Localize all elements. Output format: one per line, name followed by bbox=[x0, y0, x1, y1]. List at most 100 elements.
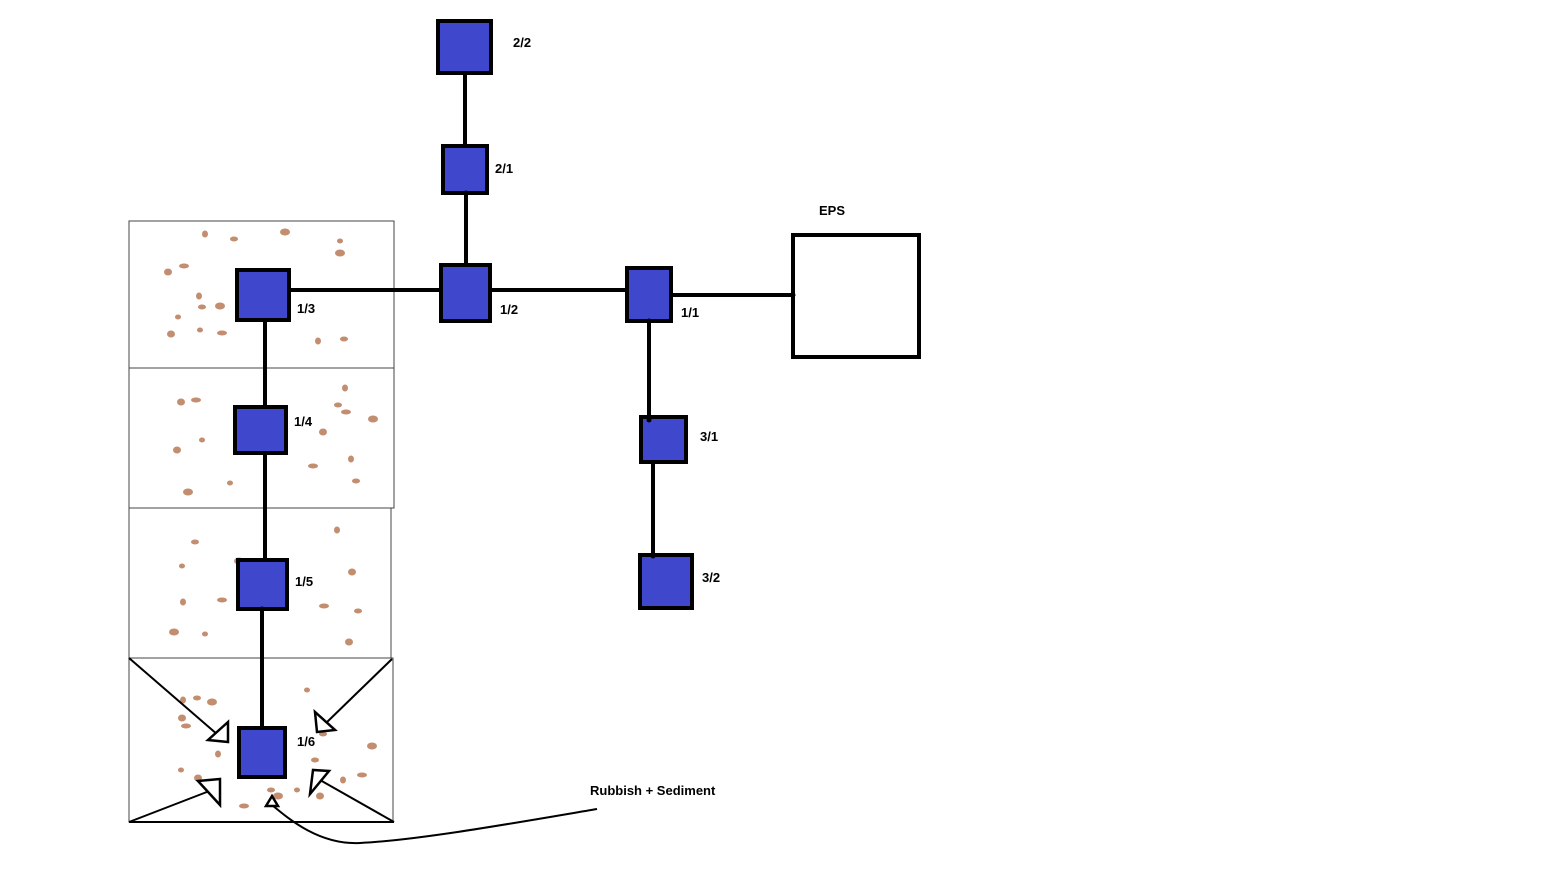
label-1-5: 1/5 bbox=[295, 574, 313, 589]
junction-3-2 bbox=[650, 553, 656, 559]
sediment-dot bbox=[202, 631, 208, 637]
junction-1-1 bbox=[646, 318, 652, 324]
sediment-dot bbox=[280, 228, 290, 236]
sediment-dot bbox=[173, 446, 181, 454]
sediment-dot bbox=[316, 792, 324, 800]
sediment-dot bbox=[340, 336, 348, 342]
sediment-dot bbox=[215, 750, 221, 758]
node-1-2 bbox=[439, 263, 492, 323]
sediment-dot bbox=[308, 463, 318, 469]
sediment-dot bbox=[197, 327, 203, 333]
junction-3-1 bbox=[646, 417, 652, 423]
label-3-1: 3/1 bbox=[700, 429, 718, 444]
sediment-dot bbox=[334, 526, 340, 534]
node-3-2 bbox=[638, 553, 694, 610]
eps-box bbox=[791, 233, 921, 359]
label-1-6: 1/6 bbox=[297, 734, 315, 749]
sediment-dot bbox=[178, 767, 184, 773]
sediment-dot bbox=[368, 415, 378, 423]
node-1-3 bbox=[235, 268, 291, 322]
sediment-dot bbox=[180, 598, 186, 606]
junction-eps bbox=[790, 292, 796, 298]
annotation-leader-line bbox=[271, 804, 598, 845]
node-2-1 bbox=[441, 144, 489, 195]
junction-1-5 bbox=[259, 606, 265, 612]
sediment-dot bbox=[357, 772, 367, 778]
sediment-dot bbox=[217, 330, 227, 336]
pipes bbox=[260, 73, 793, 728]
sediment-dot bbox=[352, 478, 360, 484]
sediment-dot bbox=[348, 455, 354, 463]
node-1-4 bbox=[233, 405, 288, 455]
sediment-dot bbox=[354, 608, 362, 614]
node-1-1 bbox=[625, 266, 673, 323]
sediment-dot bbox=[178, 714, 186, 722]
label-1-3: 1/3 bbox=[297, 301, 315, 316]
inflow-arrows bbox=[128, 657, 395, 823]
sediment-dot bbox=[337, 238, 343, 244]
sediment-dot bbox=[196, 292, 202, 300]
sediment-dot bbox=[179, 563, 185, 569]
node-3-1 bbox=[639, 415, 688, 464]
sediment-dot bbox=[367, 742, 377, 750]
sediment-dot bbox=[179, 263, 189, 269]
inflow-line-bottom-left bbox=[128, 789, 213, 823]
sediment-dot bbox=[198, 304, 206, 310]
arrow-top-left-icon bbox=[205, 719, 230, 744]
node-1-5 bbox=[236, 558, 289, 611]
annotation-arrow-icon bbox=[263, 793, 281, 808]
node-labels: 2/2 2/1 1/2 1/1 1/3 1/4 1/5 1/6 3/1 3/2 bbox=[294, 35, 720, 749]
sediment-dot bbox=[239, 803, 249, 809]
sediment-dot bbox=[175, 314, 181, 320]
sediment-dot bbox=[227, 480, 233, 486]
pipe-junctions bbox=[259, 190, 796, 612]
label-2-1: 2/1 bbox=[495, 161, 513, 176]
label-2-2: 2/2 bbox=[513, 35, 531, 50]
sediment-dot bbox=[177, 398, 185, 406]
nodes bbox=[233, 19, 694, 779]
label-1-2: 1/2 bbox=[500, 302, 518, 317]
sediment-dot bbox=[202, 230, 208, 238]
sediment-dot bbox=[199, 437, 205, 443]
sediment-dot bbox=[180, 696, 186, 704]
sediment-dot bbox=[207, 698, 217, 706]
sediment-dot bbox=[342, 384, 348, 392]
sediment-dot bbox=[169, 628, 179, 636]
sediment-dot bbox=[230, 236, 238, 242]
sediment-dot bbox=[191, 397, 201, 403]
sediment-dot bbox=[294, 787, 300, 793]
label-1-4: 1/4 bbox=[294, 414, 313, 429]
sediment-dot bbox=[315, 337, 321, 345]
sediment-dot bbox=[335, 249, 345, 257]
arrow-top-right-icon bbox=[313, 708, 338, 734]
sediment-dot bbox=[217, 597, 227, 603]
node-1-6 bbox=[237, 726, 287, 779]
sediment-dot bbox=[334, 402, 342, 408]
annotation-label: Rubbish + Sediment bbox=[590, 783, 716, 798]
sediment-dot bbox=[319, 603, 329, 609]
arrow-bottom-left-icon bbox=[195, 777, 222, 809]
arrow-bottom-right-icon bbox=[308, 768, 332, 799]
sediment-dot bbox=[304, 687, 310, 693]
sediment-dot bbox=[193, 695, 201, 701]
sediment-dot bbox=[341, 409, 351, 415]
junction-2-1 bbox=[463, 190, 469, 196]
sediment-dot bbox=[340, 776, 346, 784]
sediment-dot bbox=[348, 568, 356, 576]
inflow-line-top-left bbox=[128, 657, 219, 736]
inflow-line-bottom-right bbox=[319, 779, 395, 823]
inflow-line-top-right bbox=[324, 658, 393, 725]
sediment-dot bbox=[273, 792, 283, 800]
node-2-2 bbox=[436, 19, 493, 75]
eps-label: EPS bbox=[819, 203, 845, 218]
sediment-dot bbox=[319, 428, 327, 436]
label-1-1: 1/1 bbox=[681, 305, 699, 320]
sediment-dot bbox=[215, 302, 225, 310]
sediment-dot bbox=[164, 268, 172, 276]
sediment-dot bbox=[167, 330, 175, 338]
sediment-dot bbox=[267, 787, 275, 793]
sediment-dot bbox=[183, 488, 193, 496]
sediment-dot bbox=[181, 723, 191, 729]
sediment-dot bbox=[311, 757, 319, 763]
